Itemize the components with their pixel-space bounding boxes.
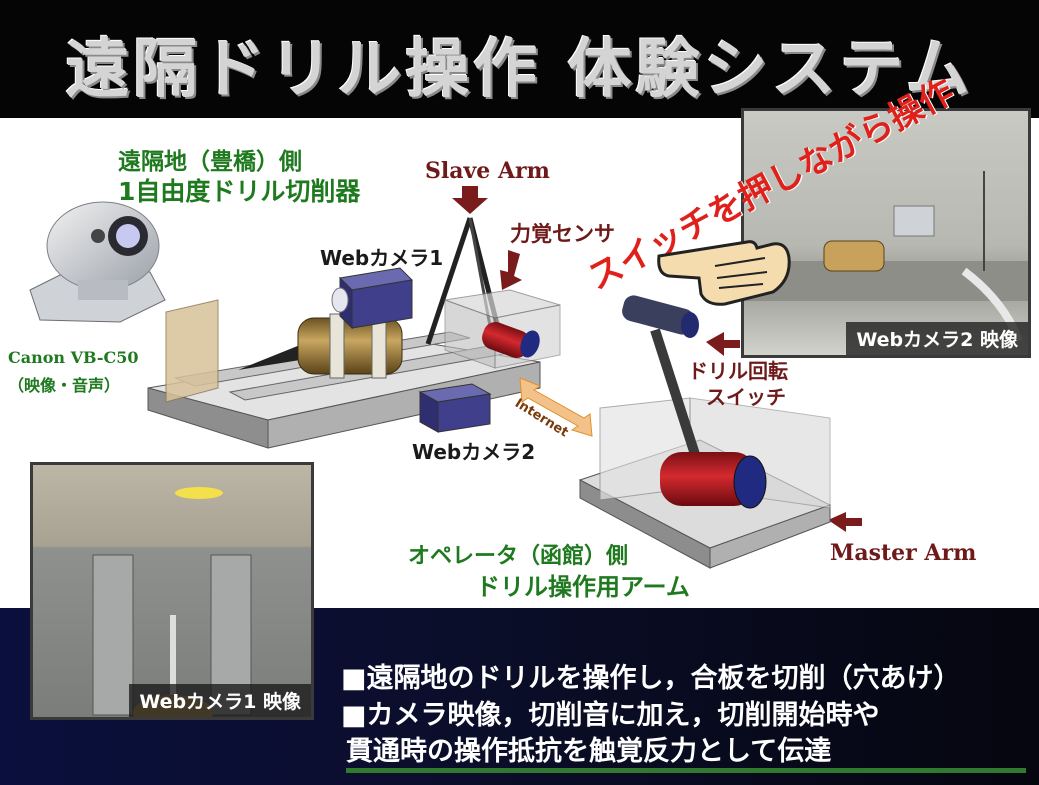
canon-camera-icon: [29, 201, 166, 323]
plywood-board: [165, 299, 219, 403]
remote-side-line2: 1自由度ドリル切削器: [118, 177, 361, 206]
bottom-accent-line: [346, 768, 1026, 773]
webcam2-label: Webカメラ2: [412, 440, 536, 464]
title-bar: [0, 0, 1039, 118]
drill-motor: [238, 313, 403, 379]
webcam1-label: Webカメラ1: [320, 246, 444, 270]
webcam2-video-photo: Webカメラ2 映像: [741, 108, 1031, 358]
bullet-line-1: ■遠隔地のドリルを操作し，合板を切削（穴あけ）: [341, 663, 961, 694]
operator-side-line2: ドリル操作用アーム: [476, 573, 690, 601]
master-arm: [578, 295, 832, 569]
drill-switch-line2: スイッチ: [706, 385, 786, 409]
bullet-line-2: ■カメラ映像，切削音に加え，切削開始時や: [341, 700, 880, 731]
internet-arrow-icon: [519, 377, 593, 437]
slave-arm-arrow-icon: [452, 186, 488, 214]
pointing-hand-icon: [655, 222, 795, 316]
webcam1-video-photo: Webカメラ1 映像: [30, 462, 314, 720]
master-arm-label: Master Arm: [830, 540, 977, 566]
camera-model-line1: Canon VB-C50: [8, 348, 139, 367]
webcam1-cube-icon: [331, 267, 414, 330]
remote-side-line1: 遠隔地（豊橋）側: [118, 149, 302, 175]
slide-title: 遠隔ドリル操作 体験システム: [65, 33, 974, 107]
force-sensor-label: 力覚センサ: [510, 221, 615, 246]
master-arm-arrow-icon: [828, 512, 862, 532]
slave-arm-label: Slave Arm: [425, 158, 550, 184]
webcam2-video-scene: [744, 171, 1028, 343]
drill-switch-line1: ドリル回転: [688, 359, 788, 383]
webcam1-video-caption: Webカメラ1 映像: [129, 684, 311, 717]
camera-model-line2: （映像・音声）: [8, 376, 121, 395]
slave-arm: [425, 217, 561, 369]
webcam2-cube-icon: [418, 383, 492, 433]
webcam1-video-scene: [92, 487, 252, 717]
operator-side-line1: オペレータ（函館）側: [408, 544, 629, 569]
webcam2-video-caption: Webカメラ2 映像: [846, 322, 1028, 355]
bullet-line-3: 貫通時の操作抵抗を触覚反力として伝達: [346, 736, 832, 767]
apparatus-illustration: [29, 186, 862, 569]
drill-switch-arrow-icon: [706, 332, 740, 356]
force-sensor-arrow-icon: [500, 250, 522, 290]
